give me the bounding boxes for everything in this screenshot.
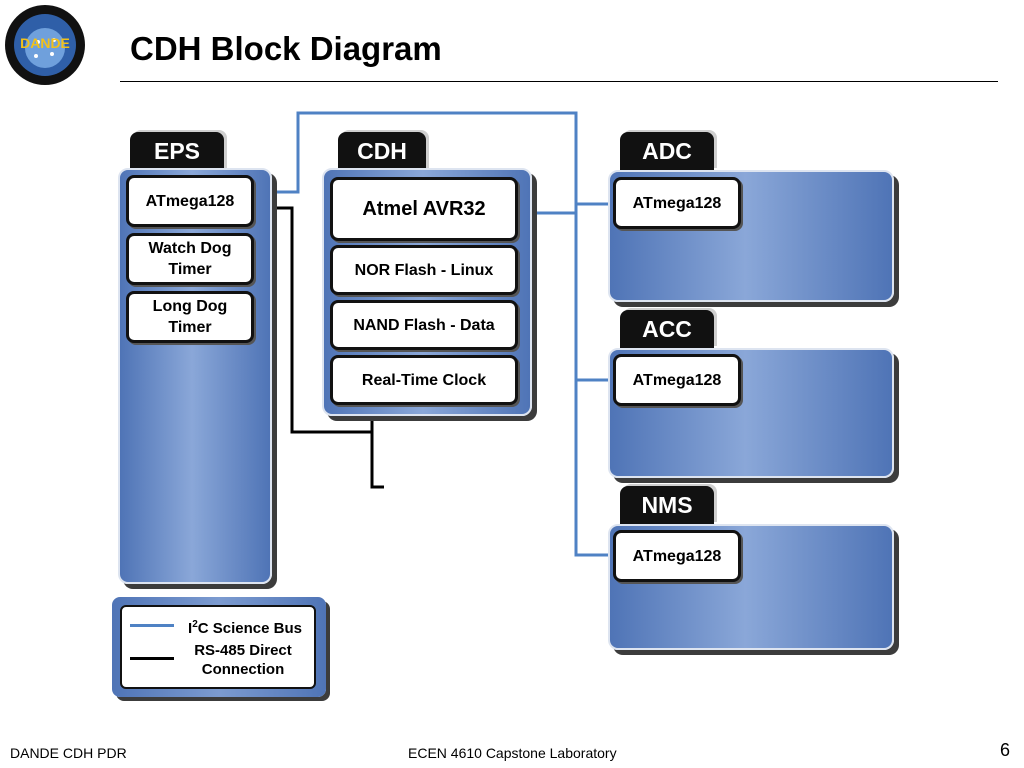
page-number: 6 [1000, 740, 1011, 760]
acc-tab: ACC [620, 310, 714, 348]
legend: I2C Science Bus RS-485 Direct Connection [112, 597, 326, 697]
legend-rs485-swatch [130, 657, 174, 660]
cdh-tab: CDH [338, 132, 426, 170]
acc-atmega128: ATmega128 [613, 354, 741, 406]
legend-box: I2C Science Bus RS-485 Direct Connection [120, 605, 316, 689]
title-rule [120, 81, 998, 82]
footer-center: ECEN 4610 Capstone Laboratory [408, 745, 617, 761]
eps-panel [118, 168, 272, 584]
logo-main-text: DANDE [20, 35, 70, 51]
cdh-atmel-avr32: Atmel AVR32 [330, 177, 518, 241]
eps-watchdog-timer: Watch Dog Timer [126, 233, 254, 285]
nms-atmega128: ATmega128 [613, 530, 741, 582]
adc-atmega128: ATmega128 [613, 177, 741, 229]
adc-tab: ADC [620, 132, 714, 170]
eps-atmega128: ATmega128 [126, 175, 254, 227]
legend-rs485-label: RS-485 Direct Connection [194, 642, 292, 678]
eps-long-dog-timer: Long Dog Timer [126, 291, 254, 343]
slide-title: CDH Block Diagram [130, 30, 442, 67]
nms-panel [608, 524, 894, 650]
i2c-bus [270, 111, 612, 557]
legend-i2c-label: I2C Science Bus [188, 619, 302, 637]
legend-i2c-swatch [130, 624, 174, 627]
cdh-nor-flash: NOR Flash - Linux [330, 245, 518, 295]
eps-tab: EPS [130, 132, 224, 170]
rs485-connection [270, 206, 384, 489]
footer-left: DANDE CDH PDR [10, 745, 127, 761]
cdh-nand-flash: NAND Flash - Data [330, 300, 518, 350]
nms-tab: NMS [620, 486, 714, 524]
dande-logo: DANDE [5, 5, 85, 85]
cdh-real-time-clock: Real-Time Clock [330, 355, 518, 405]
